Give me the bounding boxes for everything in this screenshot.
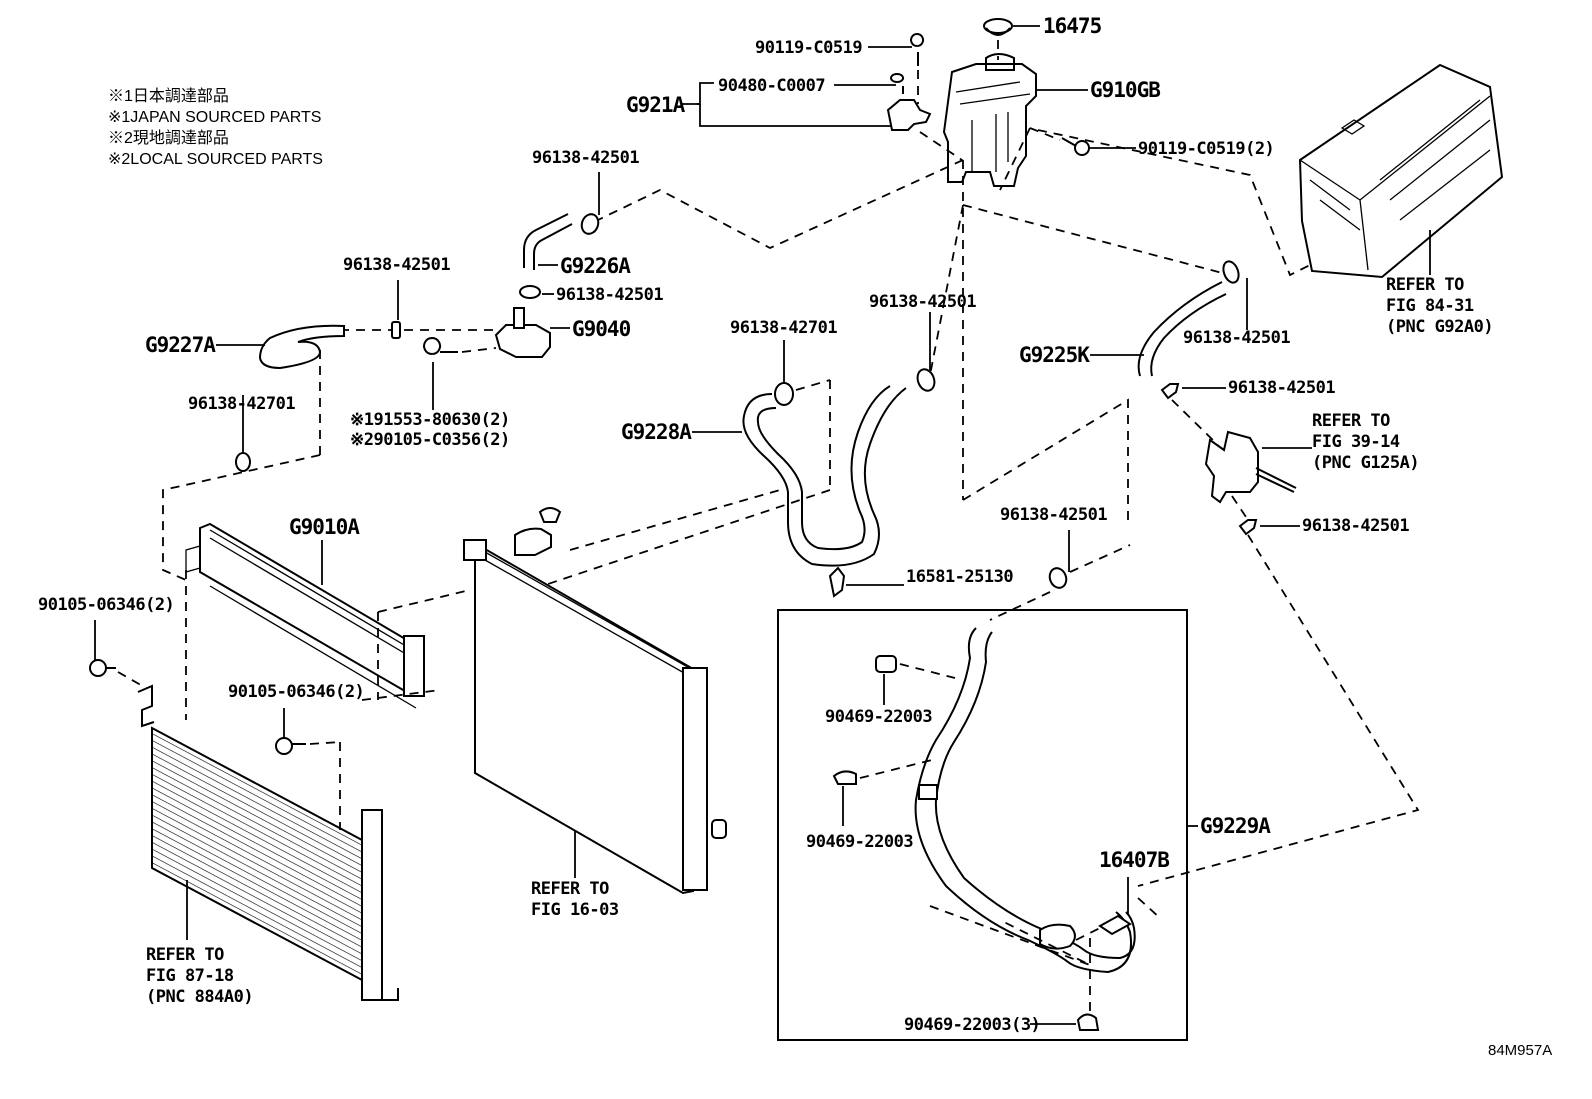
label-clip-3[interactable]: 90469-22003(3) (904, 1015, 1041, 1035)
label-clamp[interactable]: 96138-42501 (532, 148, 640, 168)
label-clamp-42701[interactable]: 96138-42701 (730, 318, 838, 338)
label-bolt-90119[interactable]: 90119-C0519 (755, 38, 863, 58)
label-clamp[interactable]: 96138-42501 (343, 255, 451, 275)
note-japan-jp: ※1日本調達部品 (108, 88, 229, 105)
hose-g9226a-icon (519, 172, 600, 299)
hose-g9227a-icon (162, 324, 345, 581)
label-intercooler-g9010a[interactable]: G9010A (289, 515, 360, 539)
bolt-left-icon (89, 620, 155, 728)
label-bracket-g921a[interactable]: G921A (626, 93, 685, 117)
bolt-icon (999, 127, 1136, 191)
label-hose-g9229a[interactable]: G9229A (1200, 814, 1271, 838)
label-clamp[interactable]: 96138-42501 (1228, 378, 1336, 398)
label-hose-g9228a[interactable]: G9228A (621, 420, 692, 444)
clamp-icon (391, 280, 401, 339)
label-clip[interactable]: 90469-22003 (825, 707, 933, 727)
label-bolt-290105[interactable]: ※290105-C0356(2) (350, 430, 510, 450)
bolt-center-icon (275, 708, 341, 830)
figure-id: 84M957A (1488, 1042, 1553, 1059)
label-reservoir-cap[interactable]: 16475 (1043, 14, 1102, 38)
label-clamp[interactable]: 96138-42501 (1302, 516, 1410, 536)
label-bolt-90119-2[interactable]: 90119-C0519(2) (1138, 139, 1275, 159)
label-bolt-191553[interactable]: ※191553-80630(2) (350, 410, 510, 430)
label-clamp[interactable]: 96138-42501 (869, 292, 977, 312)
reservoir-bracket-icon (682, 33, 963, 161)
reference-inverter[interactable]: REFER TO FIG 84-31 (PNC G92A0) (1386, 275, 1494, 337)
hose-g9229a-icon (914, 627, 1136, 974)
label-bolt-90105-left[interactable]: 90105-06346(2) (38, 595, 175, 615)
label-pump-g9040[interactable]: G9040 (572, 317, 631, 341)
note-local-jp: ※2現地調達部品 (108, 130, 229, 147)
label-bolt-90105-center[interactable]: 90105-06346(2) (228, 682, 365, 702)
reservoir-cap-icon (983, 18, 1040, 60)
drain-plug-16407b-icon (1075, 877, 1161, 941)
note-local-en: ※2LOCAL SOURCED PARTS (108, 151, 323, 168)
hose-assembly-box (777, 609, 1198, 1041)
coolant-pump-g125a-icon (1137, 430, 1420, 887)
clip-icon (929, 905, 1100, 1031)
label-clip[interactable]: 90469-22003 (806, 832, 914, 852)
inverter-icon (1298, 63, 1504, 279)
reservoir-tank-icon (942, 53, 1088, 187)
water-pump-icon (340, 307, 570, 410)
label-clamp-42701[interactable]: 96138-42701 (188, 394, 296, 414)
label-grommet-90480[interactable]: 90480-C0007 (718, 76, 826, 96)
clip-icon (832, 759, 933, 826)
label-drain-plug-16407b[interactable]: 16407B (1099, 848, 1170, 872)
label-clamp[interactable]: 96138-42501 (1183, 328, 1291, 348)
main-radiator-icon (463, 489, 781, 895)
reference-radiator[interactable]: REFER TO FIG 16-03 (531, 879, 619, 920)
hose-g9225k-icon (1090, 260, 1248, 446)
hose-g9228a-icon (499, 312, 936, 601)
intercooler-g9010a-icon (185, 522, 471, 720)
label-reservoir-g910gb[interactable]: G910GB (1090, 78, 1161, 102)
clamp-icon (989, 530, 1131, 621)
sourcing-notes: ※1日本調達部品 ※1JAPAN SOURCED PARTS ※2現地調達部品 … (108, 86, 323, 170)
condenser-icon (151, 726, 399, 1001)
label-bracket-16581[interactable]: 16581-25130 (906, 567, 1014, 587)
label-hose-g9226a[interactable]: G9226A (560, 254, 631, 278)
reference-condenser[interactable]: REFER TO FIG 87-18 (PNC 884A0) (146, 945, 254, 1007)
bracket-16581-icon (828, 566, 904, 598)
note-japan-en: ※1JAPAN SOURCED PARTS (108, 109, 322, 126)
label-hose-g9227a[interactable]: G9227A (145, 333, 216, 357)
label-clamp[interactable]: 96138-42501 (556, 285, 664, 305)
label-clamp[interactable]: 96138-42501 (1000, 505, 1108, 525)
reference-pump-g125a[interactable]: REFER TO FIG 39-14 (PNC G125A) (1312, 411, 1420, 473)
clip-icon (875, 655, 956, 705)
label-hose-g9225k[interactable]: G9225K (1019, 343, 1090, 367)
